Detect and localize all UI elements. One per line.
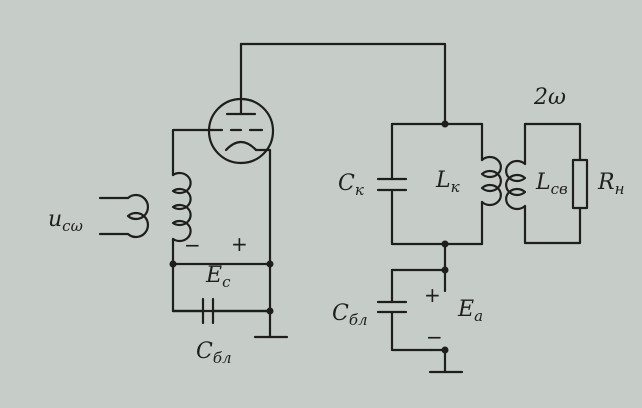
input-coil: [98, 193, 150, 239]
load-resistor-label: Rн: [597, 170, 624, 198]
grid-minus-sign: −: [184, 233, 201, 257]
tank-cap-label: Cк: [338, 171, 364, 199]
grid-bias-label: Ec: [205, 263, 231, 291]
tank-coil-label: Lк: [435, 168, 460, 196]
grid-coil: [171, 171, 192, 243]
tube-cathode: [224, 140, 258, 152]
anode-supply-circuit: [376, 266, 464, 374]
anode-cap-label: Cбл: [332, 301, 368, 329]
input-voltage-label: ucω: [48, 207, 83, 235]
anode-wire: [239, 42, 447, 126]
grid-plus-sign: +: [231, 232, 248, 256]
anode-plus-sign: +: [424, 283, 441, 307]
harmonic-label: 2ω: [533, 85, 566, 110]
tank-circuit: [376, 120, 502, 272]
tank-coil: [480, 155, 502, 207]
grid-circuit: [169, 128, 289, 339]
load-resistor: [571, 158, 589, 210]
anode-minus-sign: −: [426, 325, 443, 349]
load-coil: [505, 159, 527, 211]
vacuum-tube: [207, 42, 275, 165]
load-circuit: [505, 122, 589, 245]
anode-supply-label: Ea: [457, 297, 483, 325]
grid-cap-label: Cбл: [196, 339, 232, 367]
load-coil-label: Lсв: [535, 170, 568, 198]
